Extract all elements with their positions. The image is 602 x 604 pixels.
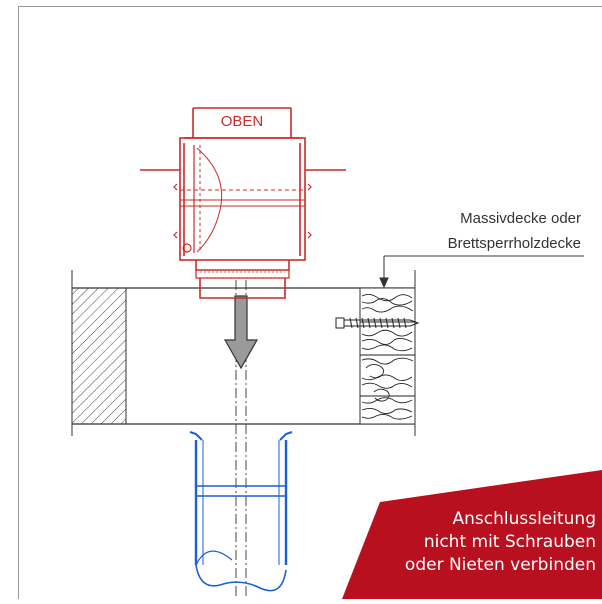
- adapter-fitting: [140, 108, 346, 298]
- callout-leader: [380, 256, 584, 287]
- timber-ceiling-section: [360, 288, 415, 424]
- annotation-line-2: Brettsperrholzdecke: [448, 235, 581, 252]
- flow-direction-arrow: [225, 296, 257, 368]
- warning-line-2: nicht mit Schrauben: [405, 531, 596, 554]
- annotation-line-1: Massivdecke oder: [460, 210, 581, 227]
- left-wall-hatching: [72, 288, 126, 424]
- warning-line-3: oder Nieten verbinden: [405, 554, 596, 577]
- warning-text: Anschlussleitung nicht mit Schrauben ode…: [405, 508, 596, 577]
- connection-pipe: [190, 432, 292, 591]
- adapter-top-label: OBEN: [221, 113, 264, 130]
- warning-line-1: Anschlussleitung: [405, 508, 596, 531]
